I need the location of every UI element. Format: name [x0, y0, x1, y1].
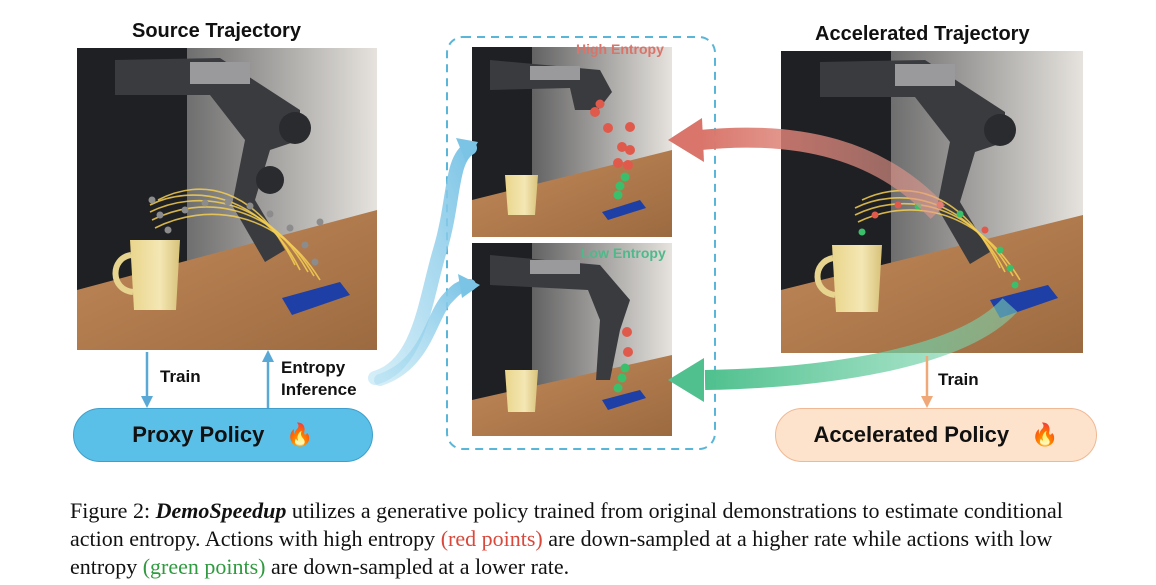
entropy-label-line1: Entropy [281, 358, 346, 377]
high-entropy-photo [472, 47, 672, 237]
train-arrow-right-head [921, 396, 933, 408]
inference-arrow-upper-head [456, 138, 478, 162]
figure-illustration [77, 36, 1083, 450]
high-entropy-arrow-head [668, 118, 704, 162]
high-entropy-arrow [699, 127, 946, 219]
flame-icon: 🔥 [1031, 422, 1059, 447]
inference-arrow-lower-head [458, 274, 480, 298]
entropy-inference-label: Entropy Inference [281, 357, 357, 401]
train-label-left: Train [160, 367, 201, 386]
caption-part2: are down-sampled at a higher rate while … [70, 526, 1053, 579]
figure-caption: Figure 2: DemoSpeedup utilizes a generat… [70, 497, 1110, 581]
caption-red-points: (red points) [440, 526, 543, 551]
accelerated-policy-box: Accelerated Policy 🔥 [775, 408, 1097, 462]
caption-part3: are down-sampled at a lower rate. [265, 554, 570, 579]
proxy-policy-label: Proxy Policy [132, 422, 265, 447]
accelerated-policy-label: Accelerated Policy [813, 422, 1010, 447]
train-label-right: Train [938, 370, 979, 389]
low-entropy-arrow [704, 297, 1018, 390]
source-trajectory-title: Source Trajectory [132, 20, 301, 42]
low-entropy-photo [472, 243, 672, 436]
caption-prefix: Figure 2: [70, 498, 156, 523]
caption-method-name: DemoSpeedup [155, 498, 287, 523]
source-trajectory-photo [77, 48, 377, 350]
entropy-inference-arrow-head [262, 350, 274, 362]
accelerated-trajectory-title: Accelerated Trajectory [815, 23, 1030, 45]
proxy-policy-box: Proxy Policy 🔥 [73, 408, 373, 462]
entropy-panel-frame [446, 36, 716, 450]
caption-part1: utilizes a generative policy trained fro… [70, 498, 1063, 551]
inference-arrow-upper [368, 141, 477, 385]
high-entropy-label: High Entropy [576, 41, 664, 57]
entropy-label-line2: Inference [281, 380, 357, 399]
caption-green-points: (green points) [142, 554, 266, 579]
train-arrow-left-head [141, 396, 153, 408]
low-entropy-label: Low Entropy [581, 245, 666, 261]
low-entropy-arrow-head [668, 358, 704, 402]
flame-icon: 🔥 [286, 422, 314, 447]
